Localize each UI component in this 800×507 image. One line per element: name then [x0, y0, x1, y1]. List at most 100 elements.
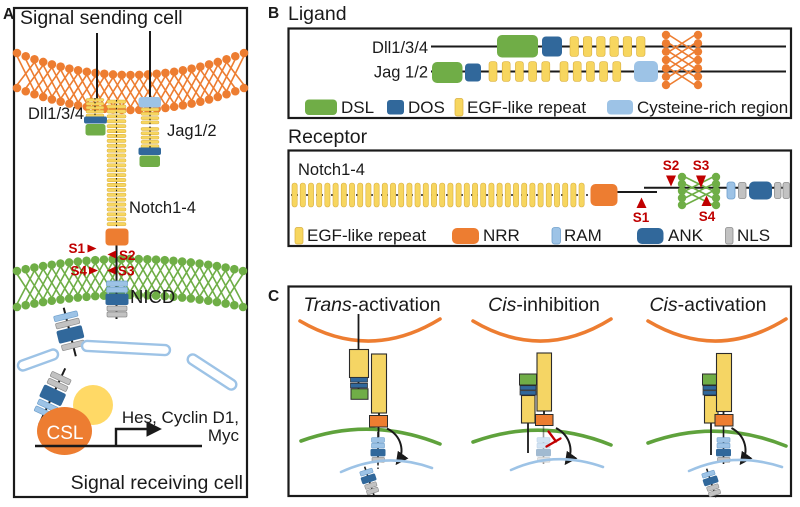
egf-repeat	[106, 148, 127, 153]
nicd-label: NICD	[130, 286, 175, 307]
lipid-head	[203, 296, 213, 306]
dll-domain-row	[497, 35, 646, 58]
cis-inhibition-title: Cis-inhibition	[488, 294, 600, 316]
panel-c: C Trans-activation Cis-inhibition Cis-ac…	[268, 285, 793, 498]
inhibition-bar	[545, 437, 562, 448]
lipid-tail	[668, 67, 696, 86]
lipid-head	[21, 300, 30, 310]
transcription-arrow	[114, 421, 162, 446]
lipid-tail	[25, 64, 44, 89]
cisinh-ligand-dos-bar	[519, 390, 537, 396]
trans-nuclear-nicd-nls	[364, 481, 378, 490]
lipid-tail	[668, 34, 696, 53]
nls-domain	[782, 182, 790, 199]
floating-nicd-ram	[53, 310, 79, 322]
lipid-head	[711, 186, 721, 196]
notch-nrr-domain	[105, 228, 129, 246]
egf-legend-label: EGF-like repeat	[307, 226, 426, 245]
s4-label: S4	[70, 264, 87, 279]
lipid-head	[178, 101, 188, 110]
lipid-head	[117, 70, 127, 80]
lipid-tail	[129, 77, 149, 108]
lipid-head	[126, 70, 135, 80]
lipid-head	[161, 103, 170, 113]
lipid-head	[21, 86, 31, 96]
egf-repeat	[406, 182, 413, 208]
trans-receptor-nrr-box	[369, 415, 388, 428]
egf-repeat	[501, 61, 511, 82]
cisact-sending-membrane-arc	[646, 317, 788, 343]
lipid-tail	[16, 270, 36, 305]
trans-ligand-dos-bar	[350, 377, 368, 383]
lipid-tail	[129, 261, 149, 293]
s3-label: S3	[693, 158, 710, 173]
cisact-nucleus-arc	[687, 458, 784, 473]
egf-repeat	[373, 182, 380, 208]
receptor-intracellular-domains	[726, 181, 790, 200]
receptor-section-title: Receptor	[288, 126, 368, 148]
panel-c-label: C	[268, 288, 279, 305]
s3-arrowhead-icon	[696, 175, 706, 188]
sending-cell-title: Signal sending cell	[20, 7, 183, 29]
floating-nicd	[53, 307, 86, 357]
lipid-head	[143, 254, 152, 264]
lipid-head	[711, 193, 721, 203]
lipid-tail	[42, 266, 62, 300]
egf-repeat	[340, 182, 347, 208]
s2-label: S2	[663, 158, 680, 173]
lipid-head	[195, 259, 204, 268]
lipid-head	[212, 261, 222, 271]
egf-repeat	[463, 182, 470, 208]
lipid-head	[30, 263, 39, 272]
egf-repeat	[586, 61, 595, 82]
trans-sending-membrane-arc	[298, 317, 442, 343]
lipid-head	[82, 67, 92, 77]
egf-repeat	[332, 182, 339, 208]
nuclear-envelope-segment	[16, 348, 60, 372]
cisact-title-italic: Cis	[649, 294, 677, 316]
lipid-head	[90, 255, 100, 265]
lipid-tail	[225, 55, 245, 92]
lipid-tail	[684, 183, 714, 199]
lipid-head	[677, 193, 687, 203]
trans-receiving-membrane-arc	[299, 427, 442, 446]
egf-repeat	[559, 61, 569, 82]
lipid-tail	[16, 61, 36, 86]
lipid-head	[30, 89, 39, 99]
cisact-nicd-ram	[716, 437, 731, 443]
trans-nicd-ram	[371, 437, 385, 443]
nuclear-nicd-nls	[50, 371, 72, 386]
s2-arrowhead-icon	[666, 175, 676, 187]
lipid-head	[187, 64, 196, 73]
jag-egf-repeats-1	[488, 61, 551, 82]
trans-nuclear-nicd-ram	[359, 467, 374, 477]
trans-nuclear-nicd	[359, 466, 380, 496]
receptor-nrr-domain	[590, 184, 618, 206]
s1-label: S1	[633, 210, 650, 225]
egf-repeat	[541, 61, 551, 82]
panel-b: B Ligand Dll1/3/4 Jag 1/2 DSL	[268, 3, 793, 248]
nls-domain	[774, 182, 782, 199]
lipid-head	[90, 291, 100, 301]
trans-title-italic: Trans	[303, 294, 352, 316]
cisact-nuclear-nicd	[701, 468, 722, 498]
lipid-head	[151, 291, 161, 300]
trans-nicd-stack	[370, 432, 386, 470]
lipid-tail	[668, 42, 696, 61]
lipid-tail	[199, 64, 219, 100]
nicd-nls-bar	[106, 311, 128, 318]
lipid-tail	[207, 270, 227, 299]
lipid-head	[693, 64, 703, 73]
lipid-head	[661, 72, 671, 81]
nls-swatch	[725, 227, 734, 245]
lipid-head	[65, 64, 74, 73]
lipid-head	[134, 254, 143, 264]
receptor-legend: EGF-like repeat NRR RAM ANK NLS	[294, 226, 770, 245]
lipid-head	[693, 47, 703, 56]
egf-repeat	[357, 182, 364, 208]
lipid-head	[711, 179, 721, 189]
s1-label: S1	[68, 241, 85, 256]
lipid-head	[143, 290, 152, 300]
egf-repeat	[582, 36, 593, 57]
